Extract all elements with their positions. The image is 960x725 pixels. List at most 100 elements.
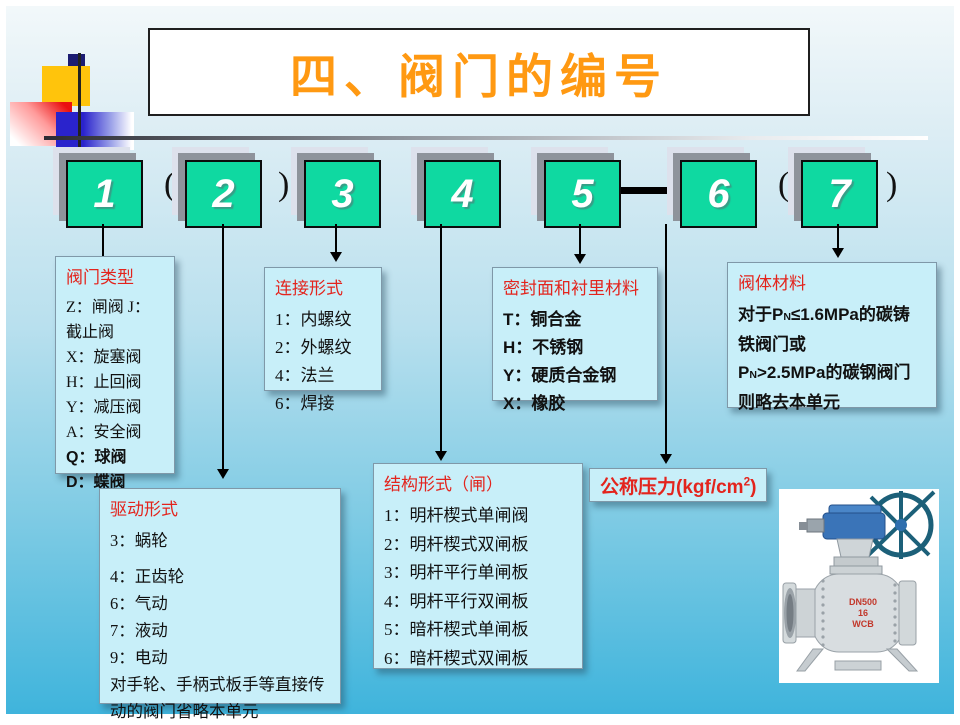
arrowhead-2: [217, 469, 229, 479]
decor-horizontal-rule: [44, 136, 928, 140]
valve-type-item: Z：闸阀 J：截止阀: [66, 299, 151, 341]
ball-valve-illustration: DN500 16 WCB: [779, 489, 939, 683]
connection-header: 连接形式: [275, 279, 343, 298]
valve-type-item: Q：球阀: [66, 449, 127, 466]
drive-item: 4：正齿轮: [110, 567, 185, 586]
seal-material-item: Y：硬质合金钢: [503, 366, 617, 385]
seal-material-items: T：铜合金 H：不锈钢 Y：硬质合金钢 X：橡胶: [503, 306, 647, 418]
code-box-5: 5: [544, 160, 621, 228]
valve-type-item: D：蝶阀: [66, 474, 126, 491]
bolt-dots: [821, 579, 897, 647]
paren-open-7: (: [778, 166, 790, 203]
code-box-4: 4: [424, 160, 501, 228]
body-material-p1: 对于P: [738, 305, 784, 324]
connector-line-4: [440, 224, 442, 451]
code-number-2: 2: [212, 171, 235, 216]
drive-items: 3：蜗轮 4：正齿轮 6：气动 7：液动 9：电动: [110, 527, 330, 671]
info-box-connection: 连接形式 1：内螺纹 2：外螺纹 4：法兰 6：焊接: [264, 267, 382, 413]
valve-type-item: H：止回阀: [66, 374, 142, 391]
structure-item: 4：明杆平行双闸板: [384, 591, 529, 611]
decor-blue-gradient-square: [56, 112, 134, 150]
seal-material-item: T：铜合金: [503, 310, 582, 329]
body-material-p3: P: [738, 363, 750, 382]
connection-item: 2：外螺纹: [275, 338, 352, 357]
valve-type-items: Z：闸阀 J：截止阀 X：旋塞阀 H：止回阀 Y：减压阀 A：安全阀 Q：球阀 …: [66, 295, 164, 495]
code-number-1: 1: [93, 171, 116, 216]
decor-yellow-square: [42, 66, 90, 106]
code-box-6: 6: [680, 160, 757, 228]
code-number-7: 7: [828, 171, 851, 216]
code-box-7: 7: [801, 160, 878, 228]
connector-line-7: [837, 224, 839, 248]
drive-header: 驱动形式: [110, 500, 178, 519]
paren-close-7: ): [886, 166, 898, 203]
seal-material-item: X：橡胶: [503, 394, 566, 413]
code-box-1: 1: [66, 160, 143, 228]
connection-items: 1：内螺纹 2：外螺纹 4：法兰 6：焊接: [275, 306, 371, 418]
drive-item: 9：电动: [110, 648, 168, 667]
info-box-seal-material: 密封面和衬里材料 T：铜合金 H：不锈钢 Y：硬质合金钢 X：橡胶: [492, 267, 658, 413]
valve-label-wcb: WCB: [852, 619, 874, 629]
info-box-pressure: 公称压力(kgf/cm2): [589, 468, 767, 502]
drive-item: 3：蜗轮: [110, 531, 168, 550]
body-material-sub2: N: [749, 369, 757, 381]
code-number-3: 3: [331, 171, 354, 216]
valve-type-item: A：安全阀: [66, 424, 142, 441]
structure-item: 3：明杆平行单闸板: [384, 563, 529, 582]
code-number-6: 6: [707, 171, 730, 216]
connection-item: 6：焊接: [275, 394, 335, 413]
valve-type-item: X：旋塞阀: [66, 349, 142, 366]
structure-items: 1：明杆楔式单闸阀 2：明杆楔式双闸板 3：明杆平行单闸板 4：明杆平行双闸板 …: [384, 502, 572, 673]
arrowhead-7: [832, 248, 844, 258]
connection-item: 1：内螺纹: [275, 310, 352, 329]
pressure-label: 公称压力(kgf/cm2): [600, 472, 756, 499]
connector-line-3: [335, 224, 337, 252]
valve-label-dn500: DN500: [849, 597, 877, 607]
arrowhead-5: [574, 254, 586, 264]
dash-between-5-6: [621, 187, 677, 194]
structure-item: 1：明杆楔式单闸阀: [384, 506, 529, 525]
code-box-3: 3: [304, 160, 381, 228]
structure-item: 2：明杆楔式双闸板: [384, 534, 529, 554]
code-box-2: 2: [185, 160, 262, 228]
connector-line-2: [222, 224, 224, 469]
drive-item: 6：气动: [110, 594, 168, 613]
arrowhead-3: [330, 252, 342, 262]
arrowhead-4: [435, 451, 447, 461]
connector-line-1: [102, 224, 104, 256]
slide-background: 四、阀门的编号 1 ( 2 ) 3 4 5 6 ( 7 ) 阀门类型 Z：闸阀 …: [6, 6, 954, 721]
code-number-5: 5: [571, 171, 594, 216]
decor-vertical-line: [78, 53, 81, 151]
valve-label-16: 16: [858, 608, 868, 618]
pressure-sup: 2: [743, 475, 751, 489]
pressure-p1: 公称压力(kgf/cm: [600, 476, 744, 498]
info-box-valve-type: 阀门类型 Z：闸阀 J：截止阀 X：旋塞阀 H：止回阀 Y：减压阀 A：安全阀 …: [55, 256, 175, 491]
seal-material-header: 密封面和衬里材料: [503, 279, 639, 298]
connector-line-5: [579, 224, 581, 254]
body-material-header: 阀体材料: [738, 274, 806, 293]
connection-item: 4：法兰: [275, 366, 335, 385]
drive-item: 7：液动: [110, 621, 168, 640]
ball-valve-photo: DN500 16 WCB: [779, 489, 939, 683]
valve-type-header: 阀门类型: [66, 268, 134, 287]
body-material-sub1: N: [783, 311, 791, 323]
paren-open-2: (: [164, 166, 176, 203]
title-box: 四、阀门的编号: [148, 28, 810, 116]
paren-close-2: ): [278, 166, 290, 203]
info-box-drive: 驱动形式 3：蜗轮 4：正齿轮 6：气动 7：液动 9：电动 对手轮、手柄式板手…: [99, 488, 341, 721]
body-material-p2: ≤1.6MPa的碳铸铁阀门或: [738, 305, 910, 354]
code-number-4: 4: [451, 171, 474, 216]
valve-type-item: Y：减压阀: [66, 399, 142, 416]
structure-item: 5：暗杆楔式单闸板: [384, 620, 529, 639]
structure-item: 6：暗杆楔式双闸板: [384, 648, 529, 668]
connector-line-6: [665, 224, 667, 454]
structure-header: 结构形式（闸）: [384, 475, 503, 494]
pressure-p2: ): [750, 476, 757, 498]
arrowhead-6: [660, 454, 672, 464]
body-material-p4: >2.5MPa的碳钢阀门则略去本单元: [738, 363, 911, 412]
drive-note: 对手轮、手柄式板手等直接传动的阀门省略本单元: [110, 675, 325, 721]
seal-material-item: H：不锈钢: [503, 338, 584, 357]
info-box-structure: 结构形式（闸） 1：明杆楔式单闸阀 2：明杆楔式双闸板 3：明杆平行单闸板 4：…: [373, 463, 583, 669]
